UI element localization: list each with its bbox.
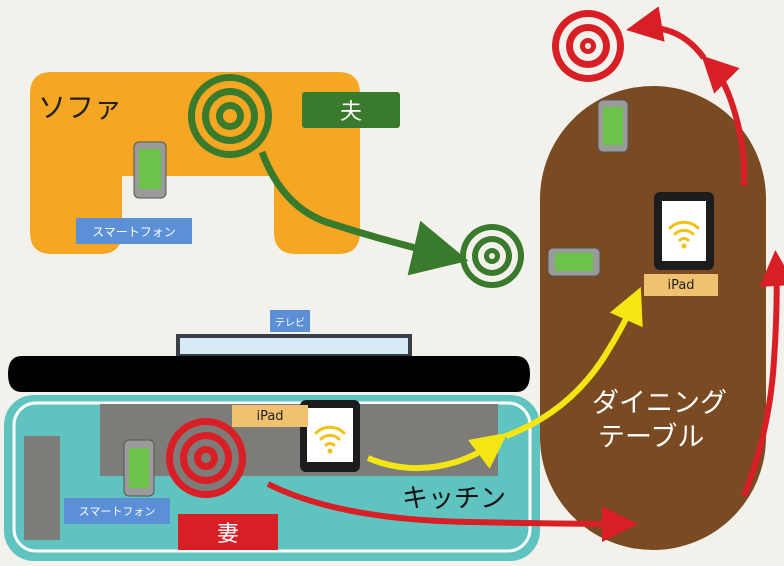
arrow-icon: [366, 432, 508, 472]
tablet-icon: [654, 192, 714, 270]
ipad-label-table: iPad: [644, 274, 718, 296]
dining-label-line2: テーブル: [598, 421, 705, 453]
kitchen-outline: [12, 401, 532, 553]
dining-label-line1: ダイニング: [592, 387, 727, 419]
kitchen-cabinet: [24, 436, 60, 540]
target-icon: [460, 224, 524, 288]
smartphone-label: スマートフォン: [64, 498, 170, 524]
smartphone-icon: [547, 247, 601, 277]
husband-label: 夫: [302, 92, 400, 128]
smartphone-icon: [123, 439, 155, 497]
tv-label: テレビ: [270, 310, 310, 332]
arrow-icon: [266, 481, 638, 542]
sofa-label: ソファ: [38, 91, 123, 124]
smartphone-icon: [133, 141, 167, 199]
wife-label: 妻: [178, 514, 278, 550]
target-icon: [166, 418, 246, 498]
sofa-shape: [30, 72, 360, 254]
arrow-icon: [741, 250, 784, 498]
kitchen-label: キッチン: [402, 483, 507, 514]
dining-table: [540, 86, 766, 550]
target-icon: [188, 74, 272, 158]
arrow-icon: [701, 55, 748, 187]
arrow-icon: [626, 6, 707, 60]
divider-bar: [8, 356, 530, 392]
wifi-icon: [668, 220, 700, 242]
smartphone-label: スマートフォン: [76, 218, 192, 244]
tv-screen: [176, 334, 412, 358]
wifi-icon: [314, 425, 346, 447]
arrow-icon: [504, 287, 643, 439]
target-icon: [552, 10, 624, 82]
tablet-icon: [300, 400, 360, 472]
smartphone-icon: [597, 99, 629, 153]
ipad-label-kitchen: iPad: [232, 405, 308, 427]
arrow-icon: [258, 150, 469, 276]
